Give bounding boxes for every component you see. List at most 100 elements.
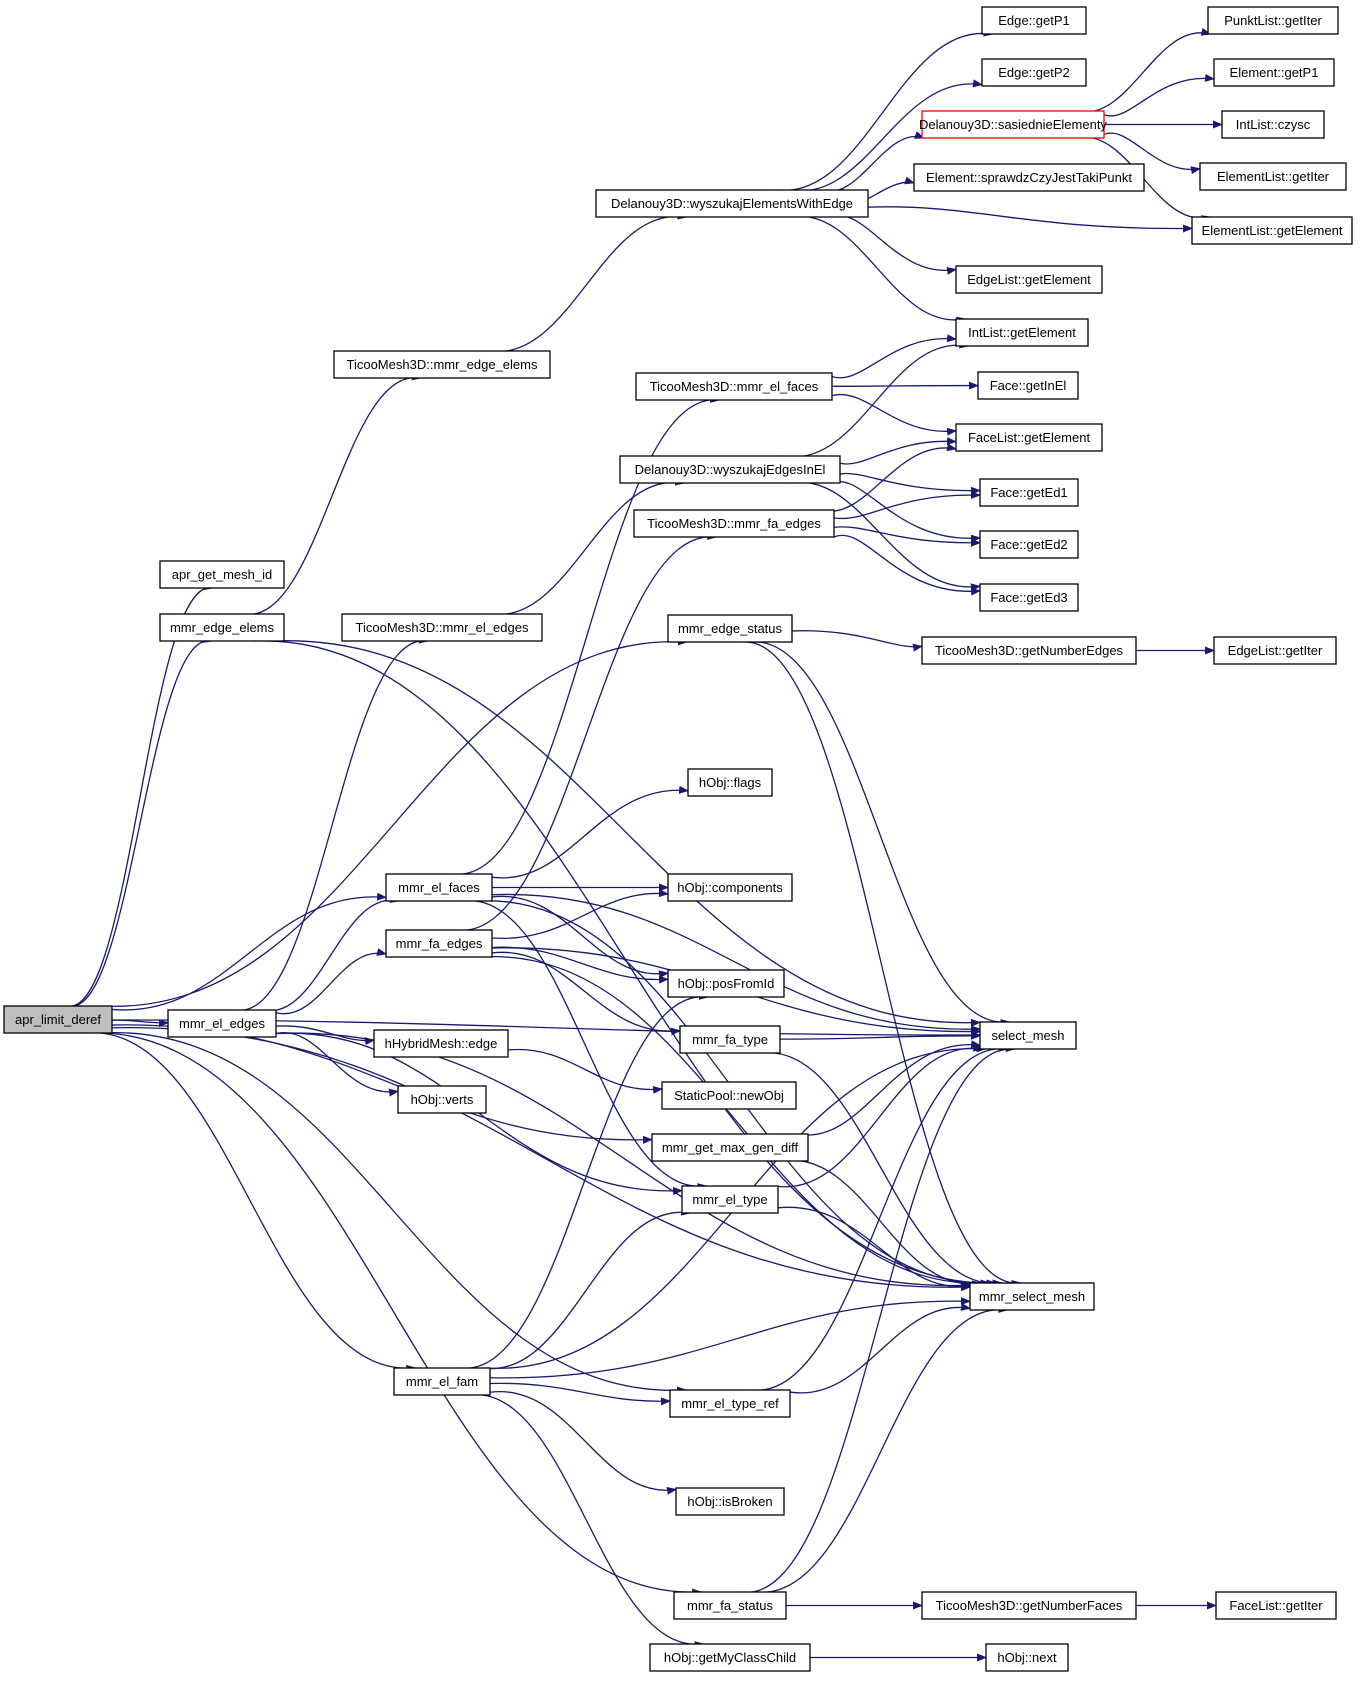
node-box xyxy=(979,583,1079,612)
node-box xyxy=(619,455,841,484)
node-hobj-posfromid[interactable]: hObj::posFromId xyxy=(667,969,785,998)
node-d-sasiednie[interactable]: Delanouy3D::sasiednieElementy xyxy=(919,110,1107,139)
node-hobj-getmyclasschild[interactable]: hObj::getMyClassChild xyxy=(649,1643,811,1672)
node-edge-getp2[interactable]: Edge::getP2 xyxy=(981,58,1087,87)
node-t-getnumberfaces[interactable]: TicooMesh3D::getNumberFaces xyxy=(921,1591,1137,1620)
node-label: FaceList::getElement xyxy=(968,430,1091,445)
node-label: ElementList::getIter xyxy=(1217,169,1330,184)
node-mmr-edge-status[interactable]: mmr_edge_status xyxy=(667,614,793,643)
call-edge-T_fa_edges-to-Face_getEd2 xyxy=(833,526,981,547)
node-label: mmr_el_type_ref xyxy=(681,1396,779,1411)
node-box xyxy=(1221,110,1325,139)
node-box xyxy=(651,1133,809,1162)
node-hobj-next[interactable]: hObj::next xyxy=(985,1643,1069,1672)
node-t-el-edges[interactable]: TicooMesh3D::mmr_el_edges xyxy=(341,613,543,642)
node-edge-getp1[interactable]: Edge::getP1 xyxy=(981,6,1087,35)
node-mmr-el-fam[interactable]: mmr_el_fam xyxy=(393,1367,491,1396)
node-face-geted1[interactable]: Face::getEd1 xyxy=(979,478,1079,507)
node-box xyxy=(667,969,785,998)
node-t-fa-edges[interactable]: TicooMesh3D::mmr_fa_edges xyxy=(633,509,835,538)
call-edge-T_el_faces-to-Face_getInEl xyxy=(831,381,979,390)
call-edge-hHybridMesh_edge-to-StaticPool_newObj xyxy=(507,1048,663,1094)
node-intlist-getelement[interactable]: IntList::getElement xyxy=(955,318,1089,347)
node-box xyxy=(633,509,835,538)
call-edge-mmr_el_type_ref-to-mmr_select_mesh xyxy=(789,1302,971,1394)
node-box xyxy=(1191,216,1353,245)
node-edgelist-getelement[interactable]: EdgeList::getElement xyxy=(955,265,1103,294)
node-facelist-getiter[interactable]: FaceList::getIter xyxy=(1215,1591,1337,1620)
node-box xyxy=(679,1025,781,1054)
node-hobj-components[interactable]: hObj::components xyxy=(667,873,793,902)
node-box xyxy=(673,1591,787,1620)
call-edge-mmr_el_fam-to-hObj_getMyClassChild xyxy=(468,1394,705,1650)
node-mmr-el-faces[interactable]: mmr_el_faces xyxy=(385,873,493,902)
call-edge-mmr_el_fam-to-mmr_el_type xyxy=(481,1207,692,1370)
node-staticpool-newobj[interactable]: StaticPool::newObj xyxy=(661,1081,797,1110)
node-hobj-flags[interactable]: hObj::flags xyxy=(687,768,773,797)
node-box xyxy=(955,423,1103,452)
call-edge-mmr_fa_edges-to-T_fa_edges xyxy=(456,532,718,931)
node-face-geted3[interactable]: Face::getEd3 xyxy=(979,583,1079,612)
node-element-getp1[interactable]: Element::getP1 xyxy=(1213,58,1335,87)
call-edge-mmr_el_faces-to-hObj_posFromId xyxy=(491,895,669,979)
call-edge-D_wyszEdgesInEl-to-Face_getEd1 xyxy=(839,472,981,495)
node-mmr-fa-status[interactable]: mmr_fa_status xyxy=(673,1591,787,1620)
node-edgelist-getiter[interactable]: EdgeList::getIter xyxy=(1213,636,1337,665)
node-box xyxy=(977,371,1079,400)
node-label: Element::sprawdzCzyJestTakiPunkt xyxy=(926,170,1132,185)
node-mmr-el-type[interactable]: mmr_el_type xyxy=(681,1185,779,1214)
node-box xyxy=(921,1591,1137,1620)
call-edge-D_wyszEdgesInEl-to-IntList_getElement xyxy=(783,340,970,458)
node-select-mesh[interactable]: select_mesh xyxy=(979,1021,1077,1050)
node-box xyxy=(3,1005,113,1034)
call-edge-mmr_el_type_ref-to-select_mesh xyxy=(750,1043,1009,1391)
node-face-getinel[interactable]: Face::getInEl xyxy=(977,371,1079,400)
node-mmr-select-mesh[interactable]: mmr_select_mesh xyxy=(969,1282,1095,1311)
node-t-edge-elems[interactable]: TicooMesh3D::mmr_edge_elems xyxy=(333,350,551,379)
node-face-geted2[interactable]: Face::getEd2 xyxy=(979,530,1079,559)
node-box xyxy=(913,163,1145,192)
call-edge-D_sasiednie-to-ElementList_getIter xyxy=(1103,132,1201,175)
node-t-getnumberedges[interactable]: TicooMesh3D::getNumberEdges xyxy=(921,636,1137,665)
node-box xyxy=(385,929,493,958)
node-mmr-el-type-ref[interactable]: mmr_el_type_ref xyxy=(669,1389,791,1418)
node-intlist-czysc[interactable]: IntList::czysc xyxy=(1221,110,1325,139)
call-edge-D_wyszEdgesInEl-to-FaceList_getElement xyxy=(839,437,957,465)
node-box xyxy=(667,873,793,902)
node-element-sprawdz[interactable]: Element::sprawdzCzyJestTakiPunkt xyxy=(913,163,1145,192)
node-mmr-el-edges[interactable]: mmr_el_edges xyxy=(167,1009,277,1038)
node-box xyxy=(385,873,493,902)
node-mmr-edge-elems[interactable]: mmr_edge_elems xyxy=(159,613,285,642)
node-box xyxy=(669,1389,791,1418)
node-mmr-get-max-gen-diff[interactable]: mmr_get_max_gen_diff xyxy=(651,1133,809,1162)
node-label: ElementList::getElement xyxy=(1202,223,1343,238)
node-d-wyszelwe[interactable]: Delanouy3D::wyszukajElementsWithEdge xyxy=(595,189,869,218)
call-edge-mmr_edge_status-to-mmr_select_mesh xyxy=(741,641,1022,1288)
node-hhybridmesh-edge[interactable]: hHybridMesh::edge xyxy=(373,1029,509,1058)
node-facelist-getelement[interactable]: FaceList::getElement xyxy=(955,423,1103,452)
node-label: apr_limit_deref xyxy=(15,1012,101,1027)
node-root[interactable]: apr_limit_deref xyxy=(3,1005,113,1034)
node-elementlist-getiter[interactable]: ElementList::getIter xyxy=(1199,162,1347,191)
node-apr-get-mesh-id[interactable]: apr_get_mesh_id xyxy=(159,560,285,589)
node-d-wyszedgesinel[interactable]: Delanouy3D::wyszukajEdgesInEl xyxy=(619,455,841,484)
call-edge-mmr_el_fam-to-mmr_el_type_ref xyxy=(489,1382,671,1406)
node-box xyxy=(333,350,551,379)
node-label: hObj::next xyxy=(997,1650,1057,1665)
call-edge-root-to-mmr_select_mesh xyxy=(111,1027,971,1292)
node-label: PunktList::getIter xyxy=(1224,13,1322,28)
node-label: TicooMesh3D::getNumberFaces xyxy=(936,1598,1123,1613)
node-hobj-isbroken[interactable]: hObj::isBroken xyxy=(675,1487,785,1516)
call-edge-T_fa_edges-to-FaceList_getElement xyxy=(819,443,957,513)
node-mmr-fa-edges[interactable]: mmr_fa_edges xyxy=(385,929,493,958)
node-box xyxy=(921,110,1105,139)
node-t-el-faces[interactable]: TicooMesh3D::mmr_el_faces xyxy=(635,372,833,401)
node-punktlist-getiter[interactable]: PunktList::getIter xyxy=(1207,6,1339,35)
node-label: Edge::getP2 xyxy=(998,65,1070,80)
node-elementlist-getelement[interactable]: ElementList::getElement xyxy=(1191,216,1353,245)
node-box xyxy=(1213,636,1337,665)
node-hobj-verts[interactable]: hObj::verts xyxy=(397,1085,487,1114)
call-edge-mmr_edge_status-to-select_mesh xyxy=(748,641,1011,1027)
node-box xyxy=(661,1081,797,1110)
node-mmr-fa-type[interactable]: mmr_fa_type xyxy=(679,1025,781,1054)
